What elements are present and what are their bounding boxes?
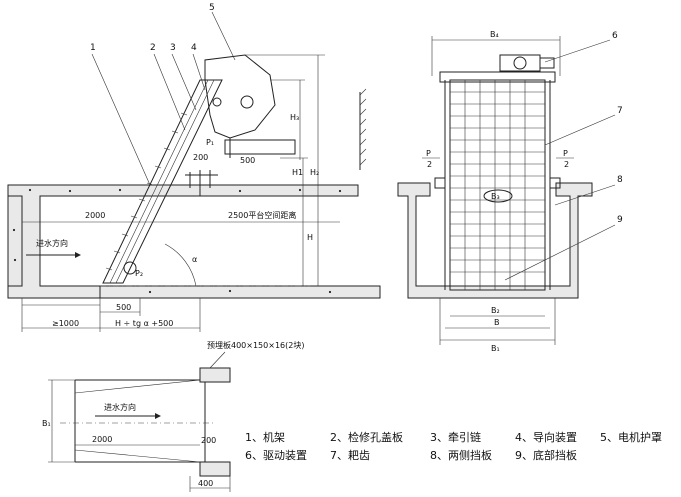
concrete-texture: [12, 188, 342, 294]
wall-hatch: [359, 88, 367, 166]
legend-item-2: 2、检修孔盖板: [330, 430, 403, 444]
plan-200-label: 200: [201, 436, 216, 445]
b2-label: B₂: [491, 306, 500, 315]
callout-8: 8: [617, 175, 623, 185]
callout-4: 4: [191, 43, 197, 53]
plan-outline: [75, 379, 206, 463]
channel-concrete-right: [199, 184, 359, 197]
motor-icon: [513, 56, 527, 70]
plan-inflow-label: 进水方向: [104, 402, 136, 412]
legend-item-4: 4、导向装置: [515, 430, 577, 444]
top-cover: [439, 71, 556, 83]
legend-item-5: 5、电机护罩: [600, 430, 662, 444]
half-left-label: 2: [427, 160, 432, 169]
callout-2: 2: [150, 43, 156, 53]
embed-plate-bottom: [199, 461, 231, 477]
half-right-label: 2: [564, 160, 569, 169]
bottom-wheel-icon: [123, 261, 137, 275]
dim-1000-label: ≥1000: [52, 319, 79, 328]
front-view: 6 7 8 9 B₄ B₃ B₂ B B₁ P 2 P 2: [397, 30, 623, 353]
front-concrete: [397, 182, 593, 299]
leader-4: [192, 53, 206, 91]
dim-500-bottom-label: 500: [116, 303, 131, 312]
rake-body: [449, 79, 546, 291]
leader-3: [171, 53, 197, 111]
inflow-label: 进水方向: [36, 238, 68, 248]
plan-b1-label: B₁: [42, 419, 51, 428]
formula-label: H ÷ tg α +500: [115, 319, 173, 328]
side-view: 1 2 3 4 5 2000 2500平台空间距离 进水方向 500 200 5…: [7, 3, 381, 332]
legend-item-1: 1、机架: [245, 430, 285, 444]
dim-500-top-label: 500: [240, 156, 255, 165]
p-left-label: P: [426, 149, 431, 158]
callout-1: 1: [90, 43, 96, 53]
leader-5: [211, 11, 236, 61]
callout-9: 9: [617, 215, 623, 225]
p2-label: P₂: [135, 269, 143, 278]
embed-plate-top: [199, 367, 231, 383]
legend-item-6: 6、驱动装置: [245, 449, 307, 462]
p1-label: P₁: [206, 138, 214, 147]
channel-left-wall: [7, 195, 23, 287]
leader-8: [554, 184, 616, 206]
support-legs: [185, 170, 218, 188]
h3-label: H₃: [290, 113, 299, 122]
callout-5: 5: [209, 3, 215, 13]
dim-200-label: 200: [193, 153, 208, 162]
leader-2: [153, 53, 186, 131]
b-label: B: [494, 318, 500, 327]
callout-6: 6: [612, 31, 618, 41]
plan-2000-label: 2000: [92, 435, 112, 444]
b3-label: B₃: [491, 192, 500, 201]
legend-item-8: 8、两侧挡板: [430, 448, 492, 462]
plan-incline: [74, 379, 201, 394]
embed-plate-label: 预埋板400×150×16(2块): [207, 340, 304, 350]
leader-1: [91, 53, 151, 186]
rake-teeth-grid: [450, 80, 545, 290]
legend-item-7: 7、耙齿: [330, 449, 370, 462]
h-label: H: [307, 233, 313, 242]
legend-item-3: 3、牵引链: [430, 430, 481, 444]
b3-badge: [483, 189, 513, 203]
alpha-label: α: [192, 255, 197, 264]
legend-item-9: 9、底部挡板: [515, 448, 577, 462]
legend: 1、机架 2、检修孔盖板 3、牵引链 4、导向装置 5、电机护罩 6、驱动装置 …: [245, 430, 662, 462]
b1-label: B₁: [491, 344, 500, 353]
h2-label: H₂: [310, 168, 319, 177]
channel-floor: [99, 285, 381, 299]
dim-2500-label: 2500平台空间距离: [228, 210, 296, 220]
plan-400-label: 400: [198, 479, 213, 488]
callout-3: 3: [170, 43, 176, 53]
h1-label: H1: [292, 168, 303, 177]
leader-6: [544, 39, 611, 63]
rake-frame: [102, 79, 223, 284]
leader-7: [544, 114, 616, 146]
callout-7: 7: [617, 106, 623, 116]
leader-9: [504, 224, 616, 281]
dim-2000-label: 2000: [85, 211, 105, 220]
angle-arc: [164, 243, 197, 287]
p-right-label: P: [563, 149, 568, 158]
b4-label: B₄: [490, 30, 499, 39]
drive-sprocket-icon: [212, 97, 222, 107]
motor-housing: [204, 54, 296, 158]
plan-view: 预埋板400×150×16(2块) 进水方向 B₁ 2000 200 400: [42, 340, 304, 492]
